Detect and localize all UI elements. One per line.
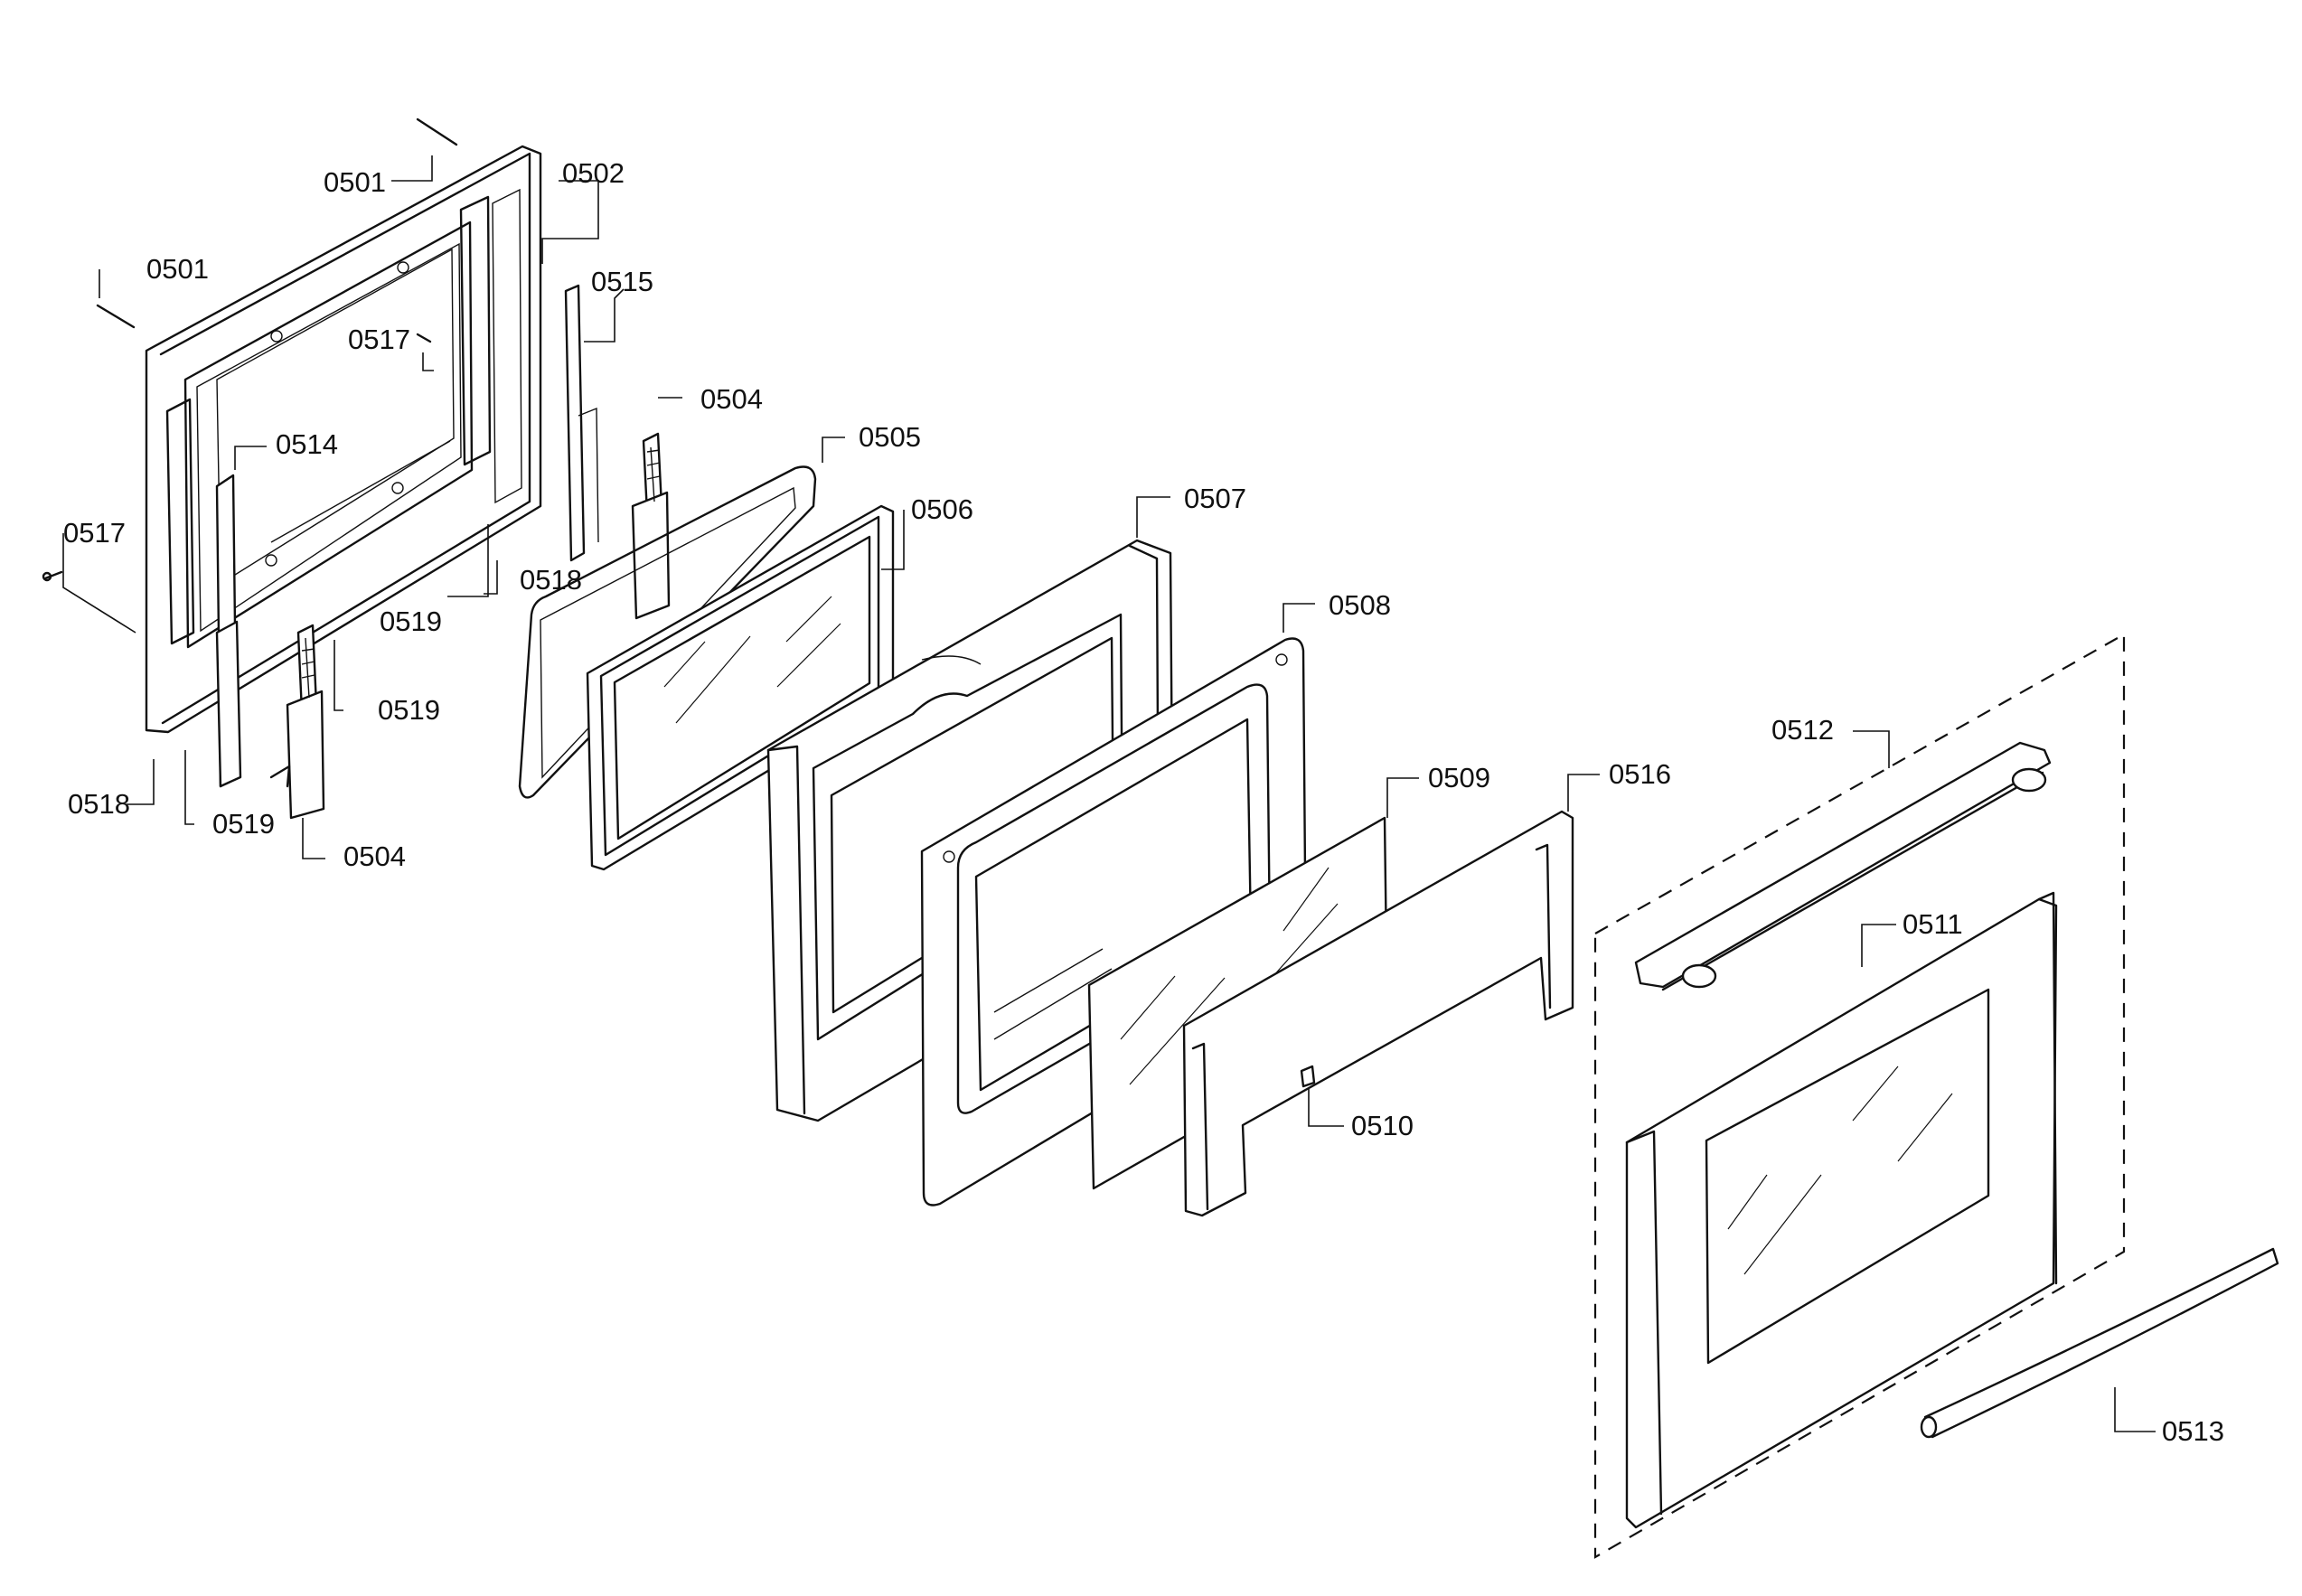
callout-0501-left: 0501	[146, 253, 209, 285]
callout-0518-left: 0518	[68, 788, 130, 820]
door-gasket-part	[518, 465, 817, 799]
callout-0509: 0509	[1428, 762, 1490, 793]
callout-0516: 0516	[1609, 758, 1671, 790]
callout-0515: 0515	[591, 266, 653, 297]
callout-0519-center: 0519	[378, 694, 440, 726]
callout-labels: 0501 0501 0502 0515 0517 0504 0505 0514 …	[63, 157, 2224, 1447]
screw-part	[42, 333, 432, 582]
door-handle-part	[1920, 1247, 2279, 1439]
callout-0501-top: 0501	[324, 166, 386, 198]
callout-0505: 0505	[859, 421, 921, 453]
hinge-part	[269, 432, 671, 820]
callout-0512: 0512	[1771, 714, 1834, 746]
side-bracket-part	[215, 474, 242, 788]
callout-0519-mid: 0519	[380, 606, 442, 637]
callout-0514: 0514	[276, 428, 338, 460]
outer-door-panel-part	[1625, 891, 2058, 1529]
callout-0508: 0508	[1329, 589, 1391, 621]
glass-retainer-part	[1182, 810, 1574, 1217]
callout-0519-bottom: 0519	[212, 808, 275, 840]
callout-0504-top: 0504	[700, 383, 763, 415]
side-strip-part	[564, 284, 599, 562]
outer-door-assembly-boundary	[1593, 633, 2126, 1559]
callout-0504-bottom: 0504	[343, 840, 406, 872]
callout-0510: 0510	[1351, 1110, 1414, 1141]
top-trim-part	[1634, 741, 2052, 991]
callout-0513: 0513	[2162, 1415, 2224, 1447]
callout-0502: 0502	[562, 157, 625, 189]
callout-0518-mid: 0518	[520, 564, 582, 596]
callout-0517-top: 0517	[348, 324, 410, 355]
inner-door-frame-part	[145, 145, 542, 734]
glass-clip-part	[1300, 1065, 1316, 1088]
callout-0507: 0507	[1184, 483, 1246, 514]
callout-0506: 0506	[911, 493, 973, 525]
callout-0511: 0511	[1903, 908, 1963, 940]
callout-0517-left: 0517	[63, 517, 126, 549]
hinge-pin-part	[96, 117, 458, 329]
door-liner-part	[920, 637, 1308, 1206]
leader-lines	[62, 155, 2156, 1432]
